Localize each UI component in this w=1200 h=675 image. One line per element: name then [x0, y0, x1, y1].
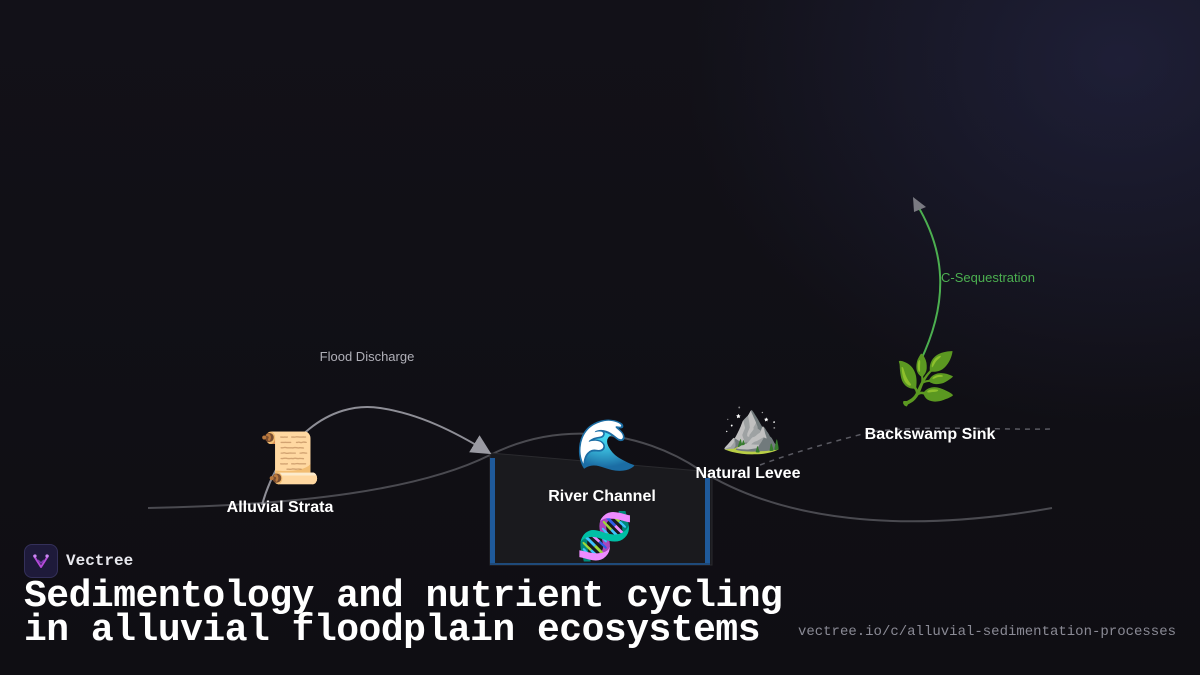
mountain-icon: ⛰️ [720, 398, 784, 456]
scroll-icon: 📜 [258, 429, 322, 487]
title-line-1: Sedimentology and nutrient cycling [24, 575, 783, 618]
herb-icon: 🌿 [894, 350, 958, 408]
edge-label-flood-discharge: Flood Discharge [319, 349, 415, 364]
brand-name: Vectree [66, 552, 134, 570]
title-line-2: in alluvial floodplain ecosystems [24, 609, 761, 652]
brand[interactable]: Vectree [24, 544, 133, 578]
flood-discharge-edge [261, 406, 492, 506]
c-sequestration-arrowhead [913, 197, 926, 212]
node-label-alluvial-strata: Alluvial Strata [226, 499, 334, 516]
page-title: Sedimentology and nutrient cycling in al… [24, 575, 784, 652]
edge-label-c-sequestration: C-Sequestration [941, 270, 1035, 285]
source-url[interactable]: vectree.io/c/alluvial-sedimentation-proc… [797, 624, 1176, 640]
node-label-river-channel: River Channel [548, 488, 656, 505]
terrain-line [147, 432, 1053, 523]
channel-left-wall [490, 458, 495, 565]
levee-backswamp-connector [759, 427, 1053, 466]
wave-icon: 🌊 [575, 416, 639, 474]
vectree-logo-icon [24, 544, 58, 578]
channel-right-wall [705, 478, 710, 565]
dna-icon: 🧬 [576, 509, 634, 563]
node-label-backswamp-sink: Backswamp Sink [864, 426, 996, 443]
node-label-natural-levee: Natural Levee [695, 465, 801, 482]
c-sequestration-edge [915, 202, 942, 363]
